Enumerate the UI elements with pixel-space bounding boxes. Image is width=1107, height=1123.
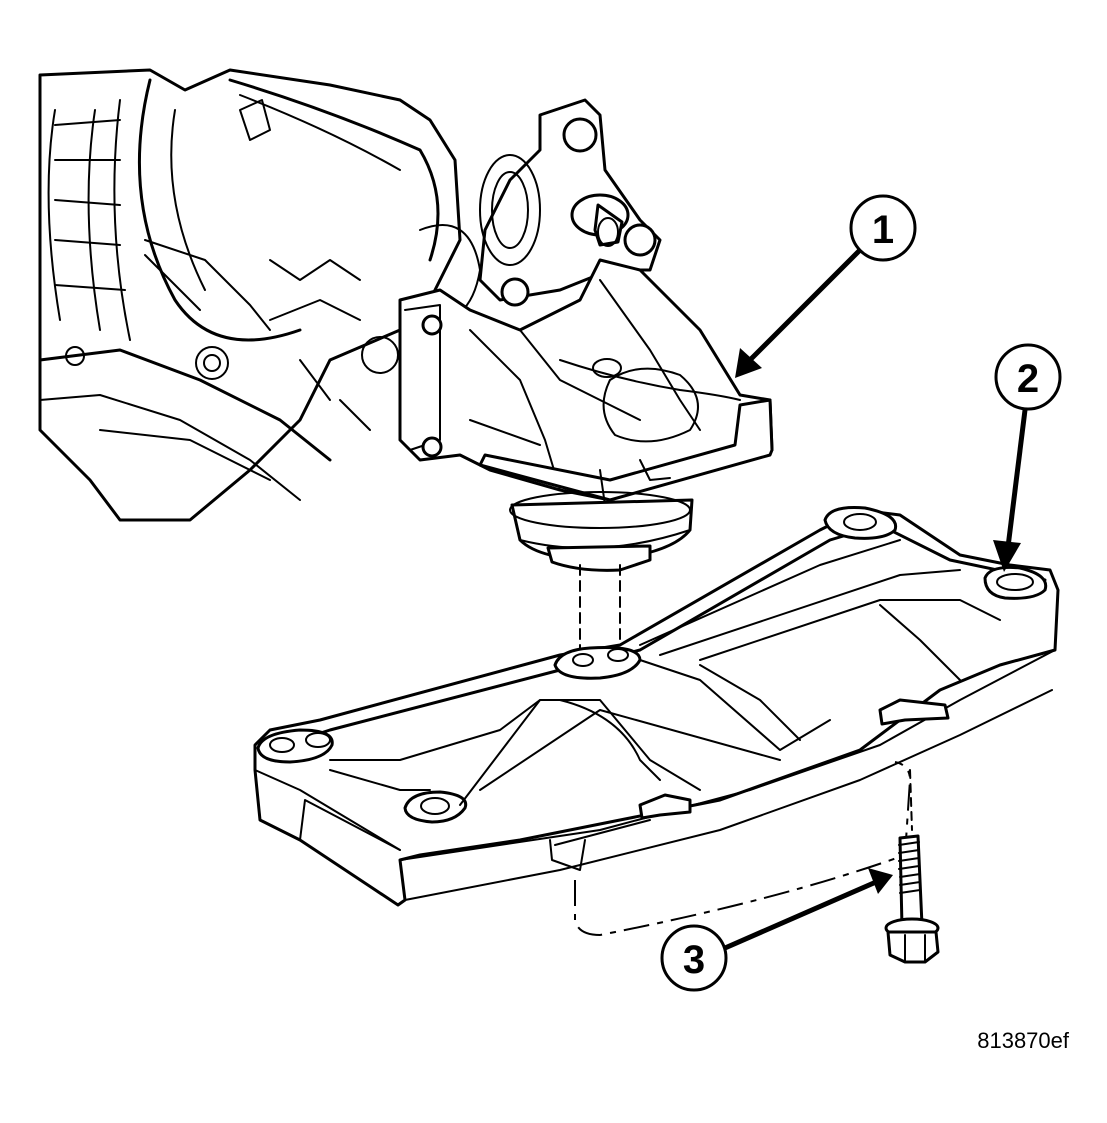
stud-alignment-lines <box>579 564 621 661</box>
figure-id: 813870ef <box>977 1028 1069 1053</box>
callout-1-label: 1 <box>872 208 894 252</box>
callout-1: 1 <box>735 194 917 378</box>
callout-2: 2 <box>993 343 1062 572</box>
crossmember <box>253 506 1060 907</box>
callout-3-label: 3 <box>683 938 705 982</box>
bolt-alignment-lines <box>574 761 913 937</box>
callout-2-label: 2 <box>1017 357 1039 401</box>
transmission-housing <box>38 68 481 522</box>
transmission-mount-insulator <box>398 258 774 572</box>
mounting-bolt <box>884 834 940 964</box>
callout-3: 3 <box>660 868 893 992</box>
